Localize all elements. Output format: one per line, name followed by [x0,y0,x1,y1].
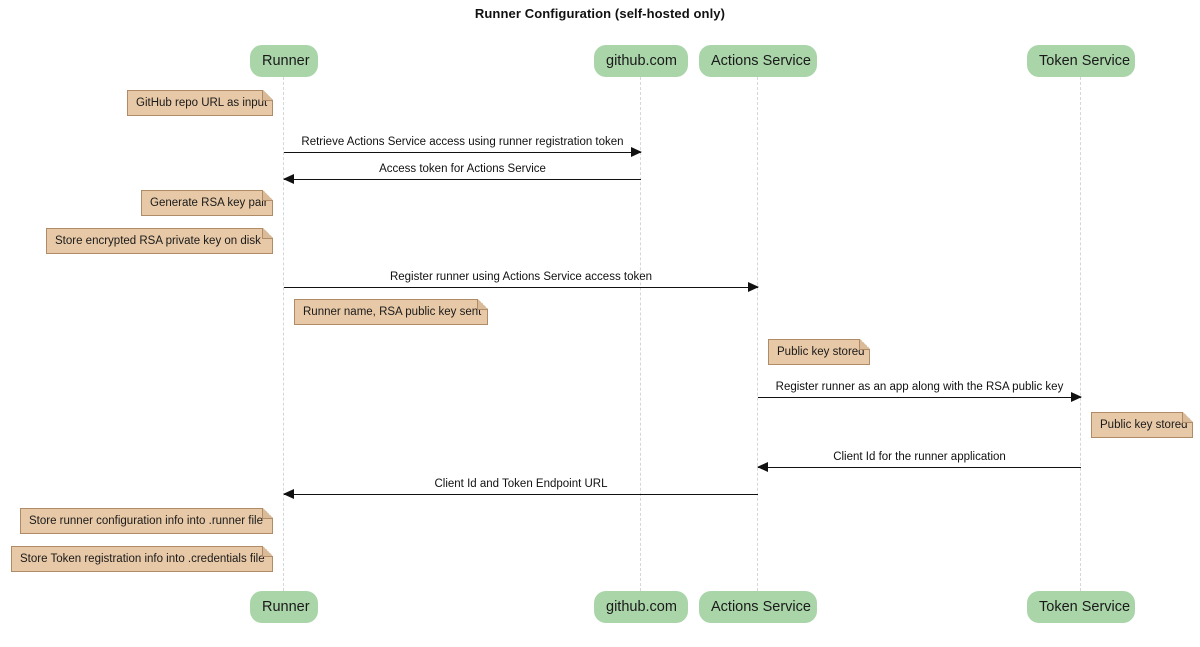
lifeline-github [640,77,642,591]
arrow-left-icon [283,489,294,499]
message-line [284,179,641,180]
note-text: Runner name, RSA public key sent [303,306,482,318]
note-text: Store encrypted RSA private key on disk [55,235,261,247]
participant-header-runner[interactable]: Runner [250,45,318,77]
note-runner-2: Generate RSA key pair [141,190,273,216]
message-line [284,152,641,153]
participant-header-github[interactable]: github.com [594,45,688,77]
note-runner-7: Store runner configuration info into .ru… [20,508,273,534]
participant-footer-actions[interactable]: Actions Service [699,591,817,623]
note-runner-8: Store Token registration info into .cred… [11,546,273,572]
note-runner-1: GitHub repo URL as input [127,90,273,116]
note-text: GitHub repo URL as input [136,97,268,109]
lifeline-actions [757,77,759,591]
message-label: Register runner using Actions Service ac… [389,271,653,283]
note-text: Public key stored [777,346,865,358]
participant-header-actions[interactable]: Actions Service [699,45,817,77]
message-line [758,467,1081,468]
arrow-right-icon [748,282,759,292]
arrow-left-icon [757,462,768,472]
arrow-left-icon [283,174,294,184]
page-title: Runner Configuration (self-hosted only) [474,6,726,21]
lifeline-runner [283,77,285,591]
participant-header-token[interactable]: Token Service [1027,45,1135,77]
note-actions-5: Public key stored [768,339,870,365]
message-label: Client Id for the runner application [833,451,1006,463]
message-label: Client Id and Token Endpoint URL [434,478,608,490]
arrow-right-icon [631,147,642,157]
note-token-6: Public key stored [1091,412,1193,438]
arrow-right-icon [1071,392,1082,402]
message-line [758,397,1081,398]
message-line [284,494,758,495]
message-label: Register runner as an app along with the… [775,381,1064,393]
note-runner-3: Store encrypted RSA private key on disk [46,228,273,254]
message-line [284,287,758,288]
note-text: Store runner configuration info into .ru… [29,515,263,527]
note-text: Generate RSA key pair [150,197,268,209]
note-runner-4: Runner name, RSA public key sent [294,299,488,325]
note-text: Store Token registration info into .cred… [20,553,265,565]
note-text: Public key stored [1100,419,1188,431]
participant-footer-runner[interactable]: Runner [250,591,318,623]
lifeline-token [1080,77,1082,591]
message-label: Access token for Actions Service [379,163,546,175]
participant-footer-github[interactable]: github.com [594,591,688,623]
participant-footer-token[interactable]: Token Service [1027,591,1135,623]
message-label: Retrieve Actions Service access using ru… [301,136,624,148]
